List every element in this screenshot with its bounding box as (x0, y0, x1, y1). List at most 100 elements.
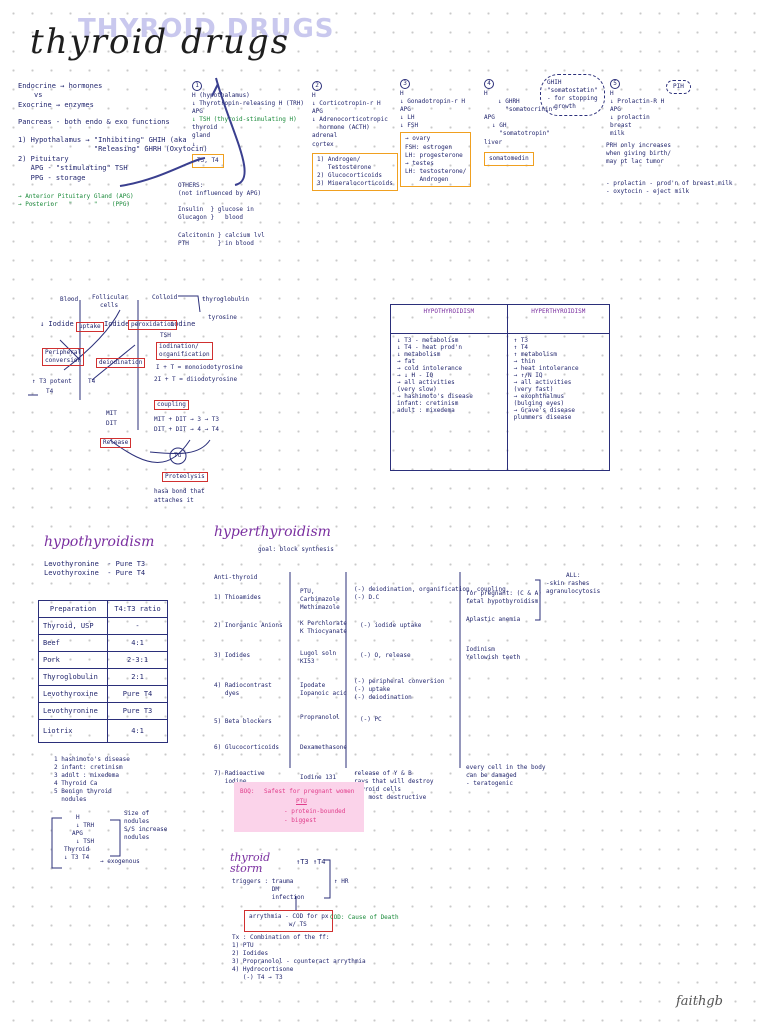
label-couple2: DIT + DIT → 4 → T4 (154, 426, 220, 433)
label-bound2: attaches it (154, 497, 194, 504)
product-line: LH: testosterone/ (405, 167, 467, 175)
axis-line: H (610, 90, 614, 97)
drug-cell: Lugol soln KI53 (300, 650, 337, 666)
axis-line: APG (312, 108, 323, 116)
diagram-line: ↓ TSH (76, 838, 95, 846)
ratio-header: T4:T3 ratio (107, 600, 168, 618)
prolactin-note: PRH only increases when giving birth/ ma… (606, 142, 732, 196)
axis-line: liver (484, 138, 503, 146)
note-line: - oxytocin - eject milk (606, 188, 690, 196)
label-tyrosine: tyrosine (208, 314, 237, 321)
tx-line: 3) Propranolol - counteract arrythmia (232, 958, 366, 966)
others-line: OTHERS: (178, 182, 204, 189)
product-line: 3) Mineralocorticoids (317, 179, 393, 187)
axis-product-box: somatomedin (484, 151, 534, 166)
axis-line: milk (610, 130, 625, 138)
step-proteolysis: Proteolysis (162, 472, 208, 483)
storm-hr: ↑ HR (334, 878, 349, 885)
hyper-row: 5) Beta blockers Propranolol (-) PC (214, 714, 574, 744)
side-line: Size of (124, 810, 150, 817)
axis-line: ↓ LH (400, 114, 415, 122)
axis-thyroid: 1 H (hypothalamus) ↓ Thyrotropin-releasi… (192, 74, 304, 168)
label-thyroglobulin: thyroglobulin (202, 296, 249, 303)
hypo-line: → fat (397, 358, 416, 365)
cloud-line: growth (547, 103, 576, 111)
note-line: 2) Pituitary (18, 154, 69, 163)
axis-line: breast (610, 122, 632, 130)
hypo-line: → hashimoto's disease (397, 393, 473, 400)
axis-product-box: T3, T4 (192, 153, 224, 168)
hypo-line: (very slow) (397, 386, 437, 393)
hypo-drugs: Levothyronine - Pure T3 Levothyroxine - … (44, 560, 145, 579)
title-shadow: THYROID DRUGS (78, 14, 335, 44)
product-line: Androgen (405, 175, 449, 183)
prep-cell: Levothyroxine (37, 685, 109, 703)
hypo-drug-line: Levothyroxine - Pure T4 (44, 569, 146, 578)
synthesis-diagram: Blood Follicular cells Colloid thyroglob… (30, 292, 280, 512)
hyper-line: (very fast) (513, 386, 554, 393)
storm-triggers: triggers : trauma DM infection (232, 878, 304, 902)
product-line: → testes (405, 159, 434, 167)
storm-heading-line: storm (230, 862, 263, 875)
step-peroxidation: peroxidation (128, 320, 178, 331)
label-mit: I + T = monoiodotyrosine (156, 364, 243, 371)
label-follicular: Follicular (92, 294, 129, 301)
note-cell: for pregnant: (C & A) fetal hypothyroidi… (466, 590, 542, 606)
axis-line: ↓ GHRH (498, 98, 520, 106)
ratio-cell: 2:1 (107, 668, 168, 686)
storm-heading-line: thyroid (230, 851, 271, 864)
hyper-line: ↑ T4 (513, 344, 529, 351)
axis-line: ↓ Adrenocorticotropic (312, 116, 388, 124)
axis-line: H (484, 90, 488, 97)
boq-label: BOQ: (240, 788, 255, 795)
note-line: Pancreas - both endo & exo functions (18, 118, 170, 127)
note-line: "Releasing" GHRH (Oxytocin) (18, 145, 208, 154)
class-cell: 7) Radioactive iodine (214, 770, 265, 785)
class-cell: 6) Glucocorticoids (214, 744, 280, 751)
ratio-cell: 2-3:1 (107, 651, 168, 669)
axis-line: ↓ (192, 140, 196, 148)
cause-line: 3 adult : mixedema (54, 772, 120, 780)
prep-header: Preparation (37, 600, 109, 618)
step-deiodination: deiodination (96, 358, 146, 369)
hyper-line: → ↑/N IQ (513, 372, 543, 379)
hyper-line: → thin (513, 358, 536, 365)
note-cell: Aplastic anemia (466, 616, 521, 623)
storm-tx: Tx : Combination of the ff: 1) PTU 2) Io… (232, 934, 366, 983)
hyper-row: 2) Inorganic Anions K Perchlorate K Thio… (214, 616, 574, 652)
note-line: APG - "stimulating" TSH (18, 164, 128, 173)
product-line: 1) Androgen/ (317, 155, 361, 163)
tx-line: 4) Hydrocortisone (232, 966, 294, 974)
diagram-line: H (76, 814, 80, 821)
axis-product-box: → ovary FSH: estrogen LH: progesterone →… (400, 132, 472, 188)
axis-number: 2 (312, 81, 322, 92)
class-cell: 4) Radiocontrast dyes (214, 682, 272, 698)
others-line: Glucagon } blood (178, 214, 244, 222)
axis-adrenal: 2 H ↓ Corticotropin-r H APG ↓ Adrenocort… (312, 74, 398, 192)
hypo-line: ↓ T4 - heat prod'n (397, 344, 463, 351)
label-cells: cells (100, 302, 119, 309)
hypo-line: ↓ metabolism (397, 351, 441, 358)
label-t4-cell: T4 (88, 378, 96, 385)
hyper-row: 6) Glucocorticoids Dexamethasone (214, 744, 574, 770)
cause-line: 4 Thyroid Ca (54, 780, 98, 788)
boq-line: - protein-bounded (284, 808, 346, 815)
note-cell: every cell in the body can be damaged - … (466, 764, 546, 788)
all-side-effects: ALL: -skin rashes agranulocytosis (546, 572, 600, 596)
gland-note: → Anterior Pituitary Gland (APG) (18, 192, 134, 200)
trigger-line: infection (232, 894, 305, 902)
mech-cell: (-) peripheral conversion (-) uptake (-)… (354, 678, 445, 702)
axis-line: gland (192, 132, 211, 140)
class-cell: 2) Inorganic Anions (214, 622, 283, 629)
cod-note: COD: Cause of Death (330, 914, 399, 921)
axis-prolactin: 5 H ↓ Prolactin-R H APG ↓ prolactin brea… (610, 72, 664, 139)
all-line: agranulocytosis (546, 588, 601, 596)
note-line: may pt lac tumor (606, 158, 664, 166)
hypo-line: infant: cretinism (397, 400, 459, 407)
step-peripheral-conversion: Peripheral conversion (42, 348, 85, 367)
hyper-row: 7) Radioactive iodine Iodine 131 release… (214, 764, 574, 810)
arrythmia-line: arrythmia - COD for px (249, 913, 329, 920)
side-line: nodules (124, 834, 150, 842)
